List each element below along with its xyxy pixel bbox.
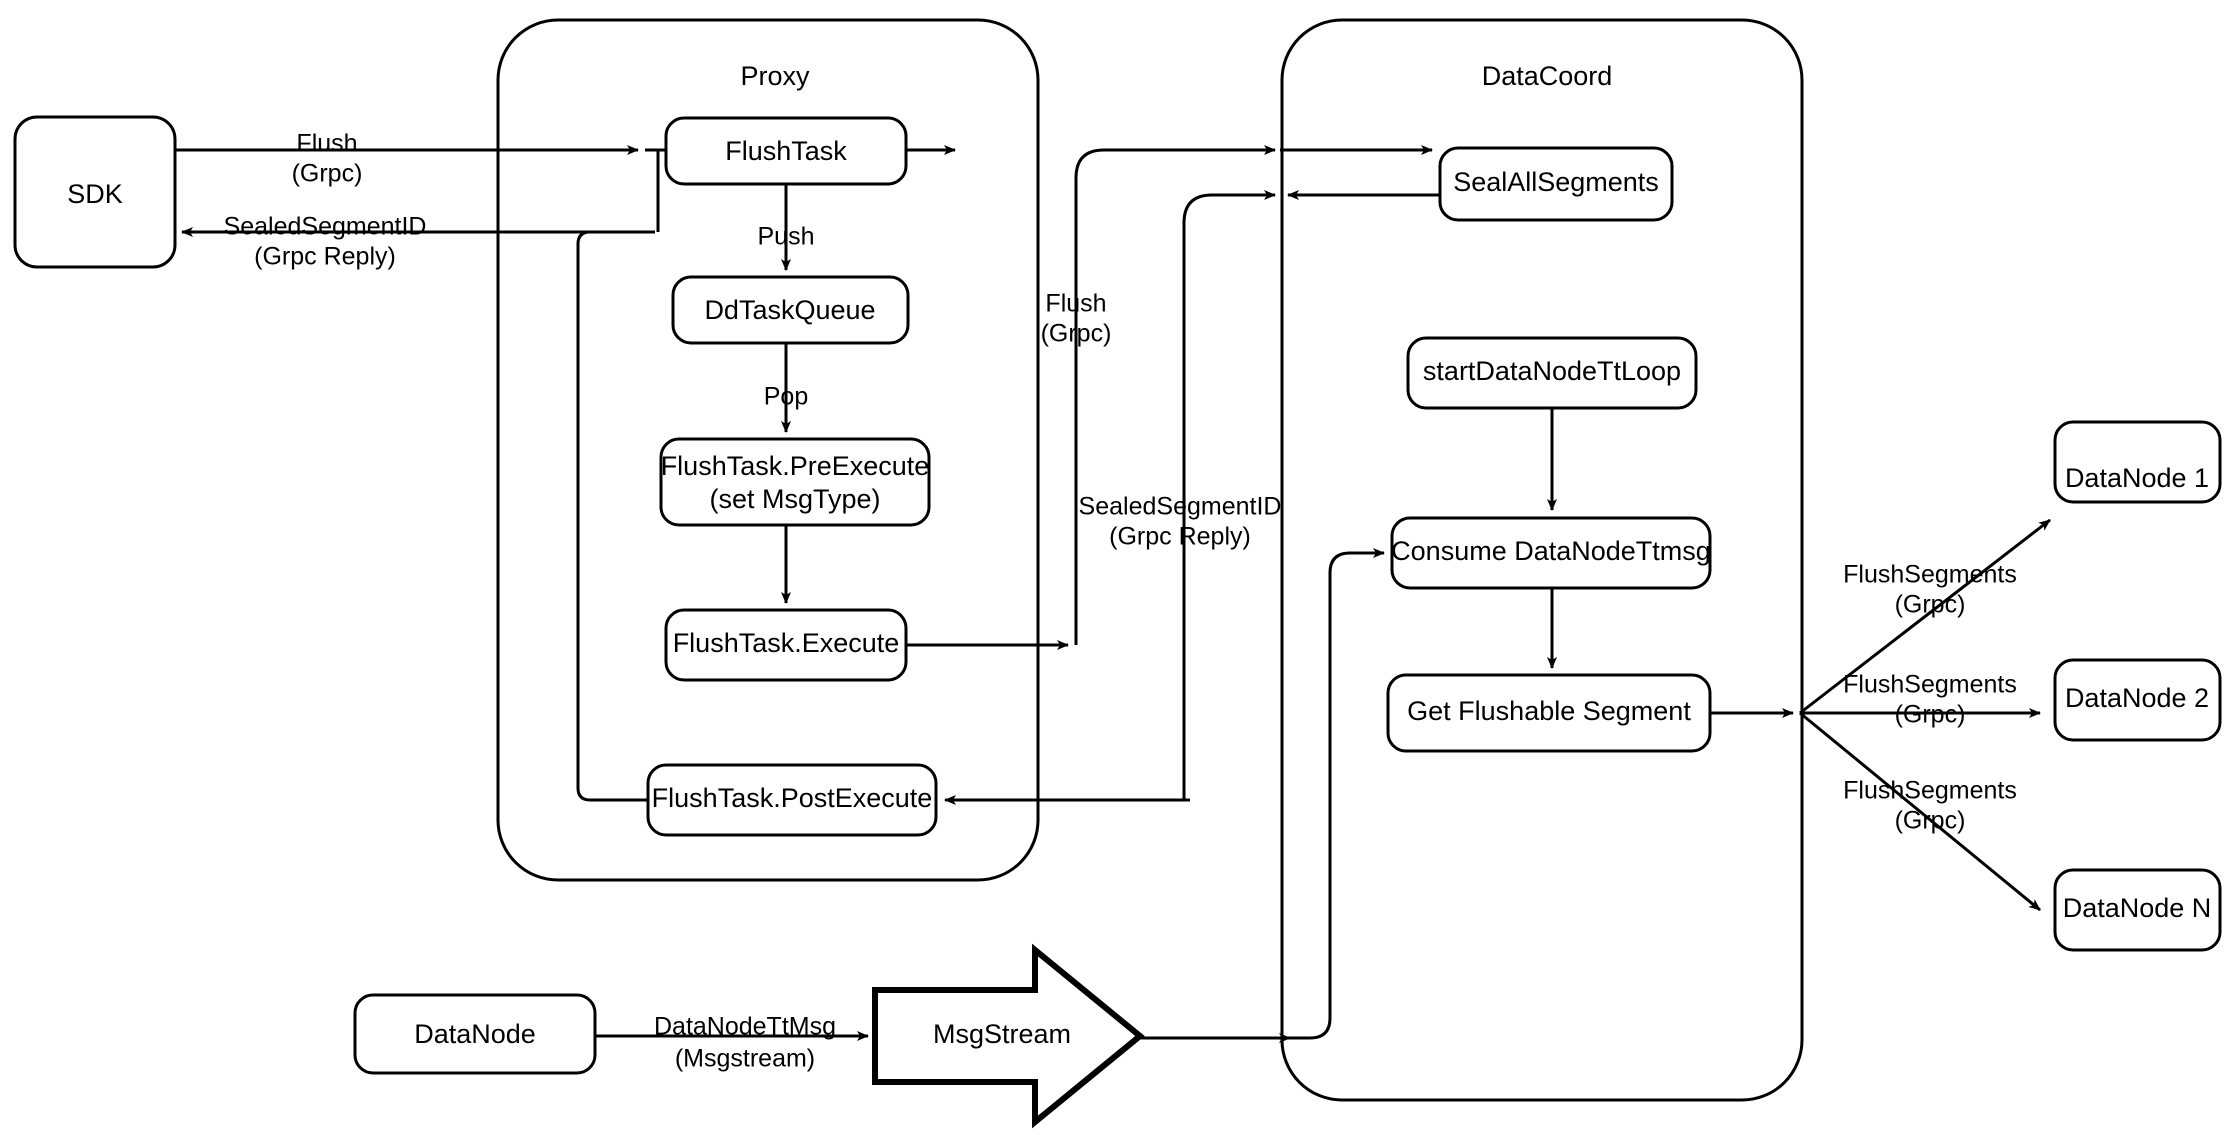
datanode-n-label: DataNode N <box>2063 893 2212 923</box>
datanode-1-label: DataNode 1 <box>2065 463 2209 493</box>
sdk-label: SDK <box>67 179 123 209</box>
preexecute-rect[interactable] <box>659 437 931 527</box>
edge-msgstream-to-consume <box>1184 548 1385 1040</box>
datanode-2-rect[interactable] <box>2053 658 2222 742</box>
datanode-1-rect[interactable] <box>2053 420 2222 504</box>
edge-label-flushsegments-1-line2: (Grpc) <box>1895 591 1966 619</box>
ddtaskqueue-label: DdTaskQueue <box>704 295 875 325</box>
datanode-source-label: DataNode <box>414 1019 536 1049</box>
edge-label-sdk-flush-line2: (Grpc) <box>292 160 363 188</box>
sealallsegments-label: SealAllSegments <box>1453 167 1659 197</box>
proxy-container-rect <box>496 18 1040 882</box>
datanode-n-rect[interactable] <box>2053 868 2222 952</box>
preexecute-label-line1: FlushTask.PreExecute <box>661 451 930 481</box>
edge-label-mid-reply-line1: SealedSegmentID <box>1079 493 1282 521</box>
group-datacoord: DataCoord <box>1280 18 1804 1102</box>
postexecute-label: FlushTask.PostExecute <box>652 783 933 813</box>
node-datanode-1[interactable]: DataNode 1 <box>2053 420 2222 504</box>
startdatanodettloop-label: startDataNodeTtLoop <box>1423 356 1681 386</box>
execute-label: FlushTask.Execute <box>673 628 900 658</box>
edge-label-sdk-flush-line1: Flush <box>296 130 357 158</box>
node-flushtask-execute[interactable]: FlushTask.Execute <box>664 608 908 682</box>
node-flushtask[interactable]: FlushTask <box>664 116 908 186</box>
get-flushable-label: Get Flushable Segment <box>1407 696 1691 726</box>
edge-flush-grpc-channel <box>1074 145 1276 645</box>
edge-label-mid-flush-line1: Flush <box>1045 290 1106 318</box>
msgstream-label: MsgStream <box>933 1019 1071 1049</box>
edge-label-ttmsg-line1: DataNodeTtMsg <box>654 1013 836 1041</box>
edge-label-pop: Pop <box>764 383 808 411</box>
edge-label-flushsegments-2-line1: FlushSegments <box>1843 671 2017 699</box>
edge-label-push: Push <box>758 223 815 251</box>
node-datanode-source[interactable]: DataNode <box>353 993 597 1075</box>
ddtaskqueue-rect[interactable] <box>671 275 910 345</box>
edge-fanout-to-datanoden <box>1799 711 2041 912</box>
edge-label-ttmsg-line2: (Msgstream) <box>675 1045 815 1073</box>
msgstream-arrow-shape[interactable] <box>872 943 1145 1129</box>
node-msgstream[interactable]: MsgStream <box>872 943 1145 1129</box>
edge-label-sdk-reply-line2: (Grpc Reply) <box>254 243 396 271</box>
node-sealallsegments[interactable]: SealAllSegments <box>1438 146 1674 222</box>
node-consume-datanodettmsg[interactable]: Consume DataNodeTtmsg <box>1390 516 1712 590</box>
datacoord-container-label: DataCoord <box>1482 61 1613 91</box>
node-flushtask-postexecute[interactable]: FlushTask.PostExecute <box>646 763 938 837</box>
node-get-flushable-segment[interactable]: Get Flushable Segment <box>1386 673 1712 753</box>
edge-label-flushsegments-n-line2: (Grpc) <box>1895 807 1966 835</box>
edge-sealedsegmentid-channel <box>1182 190 1276 800</box>
sdk-rect[interactable] <box>13 115 177 269</box>
datanode-source-rect[interactable] <box>353 993 597 1075</box>
node-ddtaskqueue[interactable]: DdTaskQueue <box>671 275 910 345</box>
group-proxy: Proxy <box>496 18 1040 882</box>
node-datanode-n[interactable]: DataNode N <box>2053 868 2222 952</box>
edge-fanout-to-datanode1 <box>1799 518 2051 715</box>
edge-label-mid-reply-line2: (Grpc Reply) <box>1109 523 1251 551</box>
flushtask-label: FlushTask <box>725 136 847 166</box>
node-startdatanodettloop[interactable]: startDataNodeTtLoop <box>1406 336 1698 410</box>
node-datanode-2[interactable]: DataNode 2 <box>2053 658 2222 742</box>
edge-label-flushsegments-n-line1: FlushSegments <box>1843 777 2017 805</box>
datanode-2-label: DataNode 2 <box>2065 683 2209 713</box>
proxy-container-label: Proxy <box>740 61 810 91</box>
edge-label-mid-flush-line2: (Grpc) <box>1041 320 1112 348</box>
postexecute-rect[interactable] <box>646 763 938 837</box>
edge-label-sdk-reply-line1: SealedSegmentID <box>224 213 427 241</box>
node-flushtask-preexecute[interactable]: FlushTask.PreExecute (set MsgType) <box>659 437 931 527</box>
edge-label-flushsegments-1-line1: FlushSegments <box>1843 561 2017 589</box>
consume-ttmsg-label: Consume DataNodeTtmsg <box>1391 536 1711 566</box>
preexecute-label-line2: (set MsgType) <box>709 484 880 514</box>
node-sdk[interactable]: SDK <box>13 115 177 269</box>
edge-label-flushsegments-2-line2: (Grpc) <box>1895 701 1966 729</box>
edge-postexecute-return-to-sdk <box>576 230 650 802</box>
sealallsegments-rect[interactable] <box>1438 146 1674 222</box>
datacoord-container-rect <box>1280 18 1804 1102</box>
